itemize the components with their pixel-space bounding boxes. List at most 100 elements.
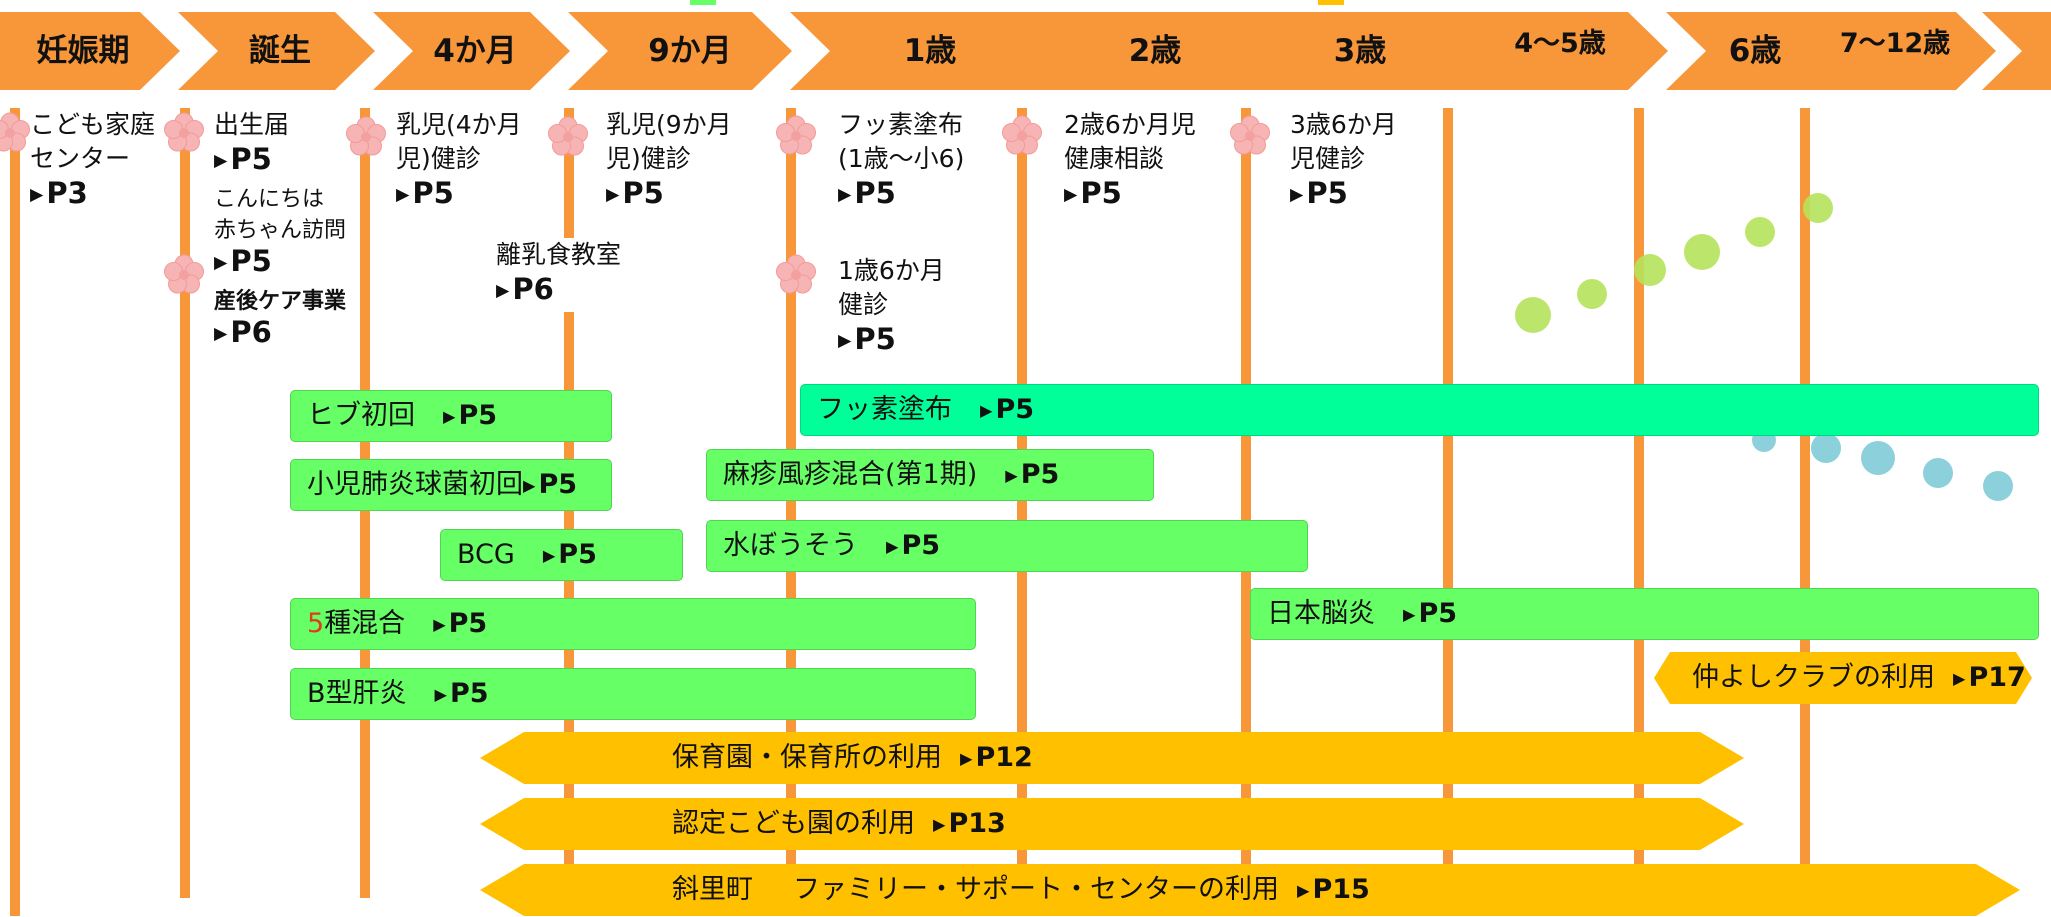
bar-nursery[interactable]: 保育園・保育所の利用▶P12 xyxy=(480,732,1744,784)
stage-label-6y: 6歳 xyxy=(1728,33,1782,69)
page-ref-text: P5 xyxy=(449,678,489,709)
page-ref[interactable]: ▶P5 xyxy=(886,530,940,561)
page-ref[interactable]: ▶P17 xyxy=(1953,662,2026,693)
page-ref[interactable]: ▶P5 xyxy=(838,322,945,358)
triangle-right-icon: ▶ xyxy=(1290,185,1304,205)
triangle-right-icon: ▶ xyxy=(214,252,228,273)
bar-hib[interactable]: ヒブ初回▶P5 xyxy=(290,390,612,442)
stage-arrow-6y xyxy=(1666,12,1825,90)
page-ref-text: P5 xyxy=(1020,459,1060,490)
page-ref[interactable]: ▶P5 xyxy=(435,678,489,709)
annotation-consult-2y6m: 2歳6か月児 健康相談 ▶P5 xyxy=(1064,108,1196,212)
annotation-checkup-4m: 乳児(4か月 児)健診 ▶P5 xyxy=(396,108,522,212)
page-ref[interactable]: ▶P5 xyxy=(523,469,577,500)
page-ref[interactable]: ▶P5 xyxy=(1290,176,1397,212)
bar-nakayoshi-club[interactable]: 仲よしクラブの利用▶P17 xyxy=(1654,652,2032,704)
stage-arrow-9m xyxy=(568,12,792,90)
bar-label-town: 斜里町 xyxy=(672,874,753,905)
page-ref[interactable]: ▶P6 xyxy=(496,272,621,308)
bar-five-mixed[interactable]: 5種混合▶P5 xyxy=(290,598,976,650)
triangle-right-icon: ▶ xyxy=(433,614,446,634)
page-ref[interactable]: ▶P5 xyxy=(433,608,487,639)
annotation-text: 健診 xyxy=(838,290,889,319)
bar-bcg[interactable]: BCG ▶P5 xyxy=(440,529,683,581)
annotation-fluoride: フッ素塗布 (1歳～小6) ▶P5 xyxy=(838,108,964,212)
triangle-right-icon: ▶ xyxy=(523,475,536,495)
blue-dot-icon xyxy=(1811,433,1841,463)
flower-icon xyxy=(776,115,816,155)
stage-arrow-4m xyxy=(373,12,570,90)
triangle-right-icon: ▶ xyxy=(496,281,510,301)
page-ref-text: P5 xyxy=(538,469,578,500)
page-ref[interactable]: ▶P15 xyxy=(1297,874,1370,905)
bar-label: BCG xyxy=(457,539,515,570)
page-ref[interactable]: ▶P5 xyxy=(1064,176,1196,212)
page-ref[interactable]: ▶P5 xyxy=(838,176,964,212)
triangle-right-icon: ▶ xyxy=(886,536,899,556)
stage-label-pregnancy: 妊娠期 xyxy=(36,33,130,69)
page-ref[interactable]: ▶P5 xyxy=(606,176,732,212)
page-ref-text: P6 xyxy=(230,315,272,349)
page-ref[interactable]: ▶P12 xyxy=(960,742,1033,773)
green-dot-icon xyxy=(1803,193,1833,223)
triangle-right-icon: ▶ xyxy=(1953,668,1966,688)
page-ref-text: P5 xyxy=(901,530,941,561)
annotation-birth-report: 出生届 ▶P5 xyxy=(214,108,289,178)
triangle-right-icon: ▶ xyxy=(434,684,447,704)
bar-pneumococcal[interactable]: 小児肺炎球菌初回▶P5 xyxy=(290,459,612,511)
annotation-text: 児)健診 xyxy=(396,144,481,173)
timeline-7-12y xyxy=(1800,108,1810,865)
flower-icon xyxy=(1002,115,1042,155)
page-ref[interactable]: ▶P5 xyxy=(1005,459,1059,490)
page-ref-text: P5 xyxy=(558,539,597,570)
page-ref-text: P5 xyxy=(1080,176,1122,210)
timeline-6y xyxy=(1634,108,1644,865)
triangle-right-icon: ▶ xyxy=(542,545,556,565)
annotation-weaning-class: 離乳食教室 ▶P6 xyxy=(496,238,628,312)
annotation-text: 3歳6か月 xyxy=(1290,110,1397,139)
annotation-text: 離乳食教室 xyxy=(496,240,622,269)
stage-label-9m: 9か月 xyxy=(648,33,732,69)
bar-fluoride[interactable]: フッ素塗布▶P5 xyxy=(800,384,2039,436)
green-dot-icon xyxy=(1634,254,1666,286)
bar-kodomoen[interactable]: 認定こども園の利用▶P13 xyxy=(480,798,1744,850)
annotation-text: 1歳6か月 xyxy=(838,256,945,285)
annotation-text: 乳児(9か月 xyxy=(606,110,732,139)
bar-hepatitis-b[interactable]: B型肝炎 ▶P5 xyxy=(290,668,976,720)
bar-mr[interactable]: 麻疹風疹混合(第1期)▶P5 xyxy=(706,449,1154,501)
stage-arrow-1y xyxy=(790,12,1056,90)
page-ref-text: P15 xyxy=(1312,874,1370,905)
page-ref-text: P5 xyxy=(622,176,664,210)
triangle-right-icon: ▶ xyxy=(396,185,410,205)
bar-label: 日本脳炎 xyxy=(1267,598,1375,629)
page-ref[interactable]: ▶P5 xyxy=(543,539,597,570)
bar-label: 小児肺炎球菌初回 xyxy=(307,469,523,500)
triangle-right-icon: ▶ xyxy=(838,185,852,205)
page-ref[interactable]: ▶P5 xyxy=(1403,598,1457,629)
page-ref[interactable]: ▶P5 xyxy=(214,246,346,279)
bar-label: B型肝炎 xyxy=(307,678,407,709)
bar-japanese-encephalitis[interactable]: 日本脳炎 ▶P5 xyxy=(1250,588,2039,640)
page-ref-text: P5 xyxy=(230,244,272,278)
page-ref[interactable]: ▶P6 xyxy=(214,317,346,350)
bar-label-number: 5 xyxy=(307,608,325,639)
annotation-kodomo-center: こども家庭 センター ▶P3 xyxy=(30,108,155,212)
stage-arrow-3y xyxy=(1234,12,1472,90)
green-dot-icon xyxy=(1577,279,1607,309)
page-ref[interactable]: ▶P13 xyxy=(933,808,1006,839)
annotation-text: (1歳～小6) xyxy=(838,144,965,173)
stage-label-4m: 4か月 xyxy=(433,33,517,69)
bar-family-support[interactable]: 斜里町ファミリー・サポート・センターの利用▶P15 xyxy=(480,864,2020,916)
page-ref[interactable]: ▶P5 xyxy=(443,400,497,431)
annotation-baby-visit: こんにちは 赤ちゃん訪問 ▶P5 xyxy=(214,184,346,279)
page-ref[interactable]: ▶P5 xyxy=(980,394,1034,425)
page-ref[interactable]: ▶P5 xyxy=(396,176,522,212)
page-ref-text: P5 xyxy=(448,608,488,639)
page-ref[interactable]: ▶P3 xyxy=(30,176,155,212)
annotation-text: 赤ちゃん訪問 xyxy=(214,218,347,243)
annotation-text: こども家庭 xyxy=(30,110,156,139)
bar-varicella[interactable]: 水ぼうそう▶P5 xyxy=(706,520,1308,572)
page-ref-text: P3 xyxy=(46,176,88,210)
page-ref[interactable]: ▶P5 xyxy=(214,142,289,178)
